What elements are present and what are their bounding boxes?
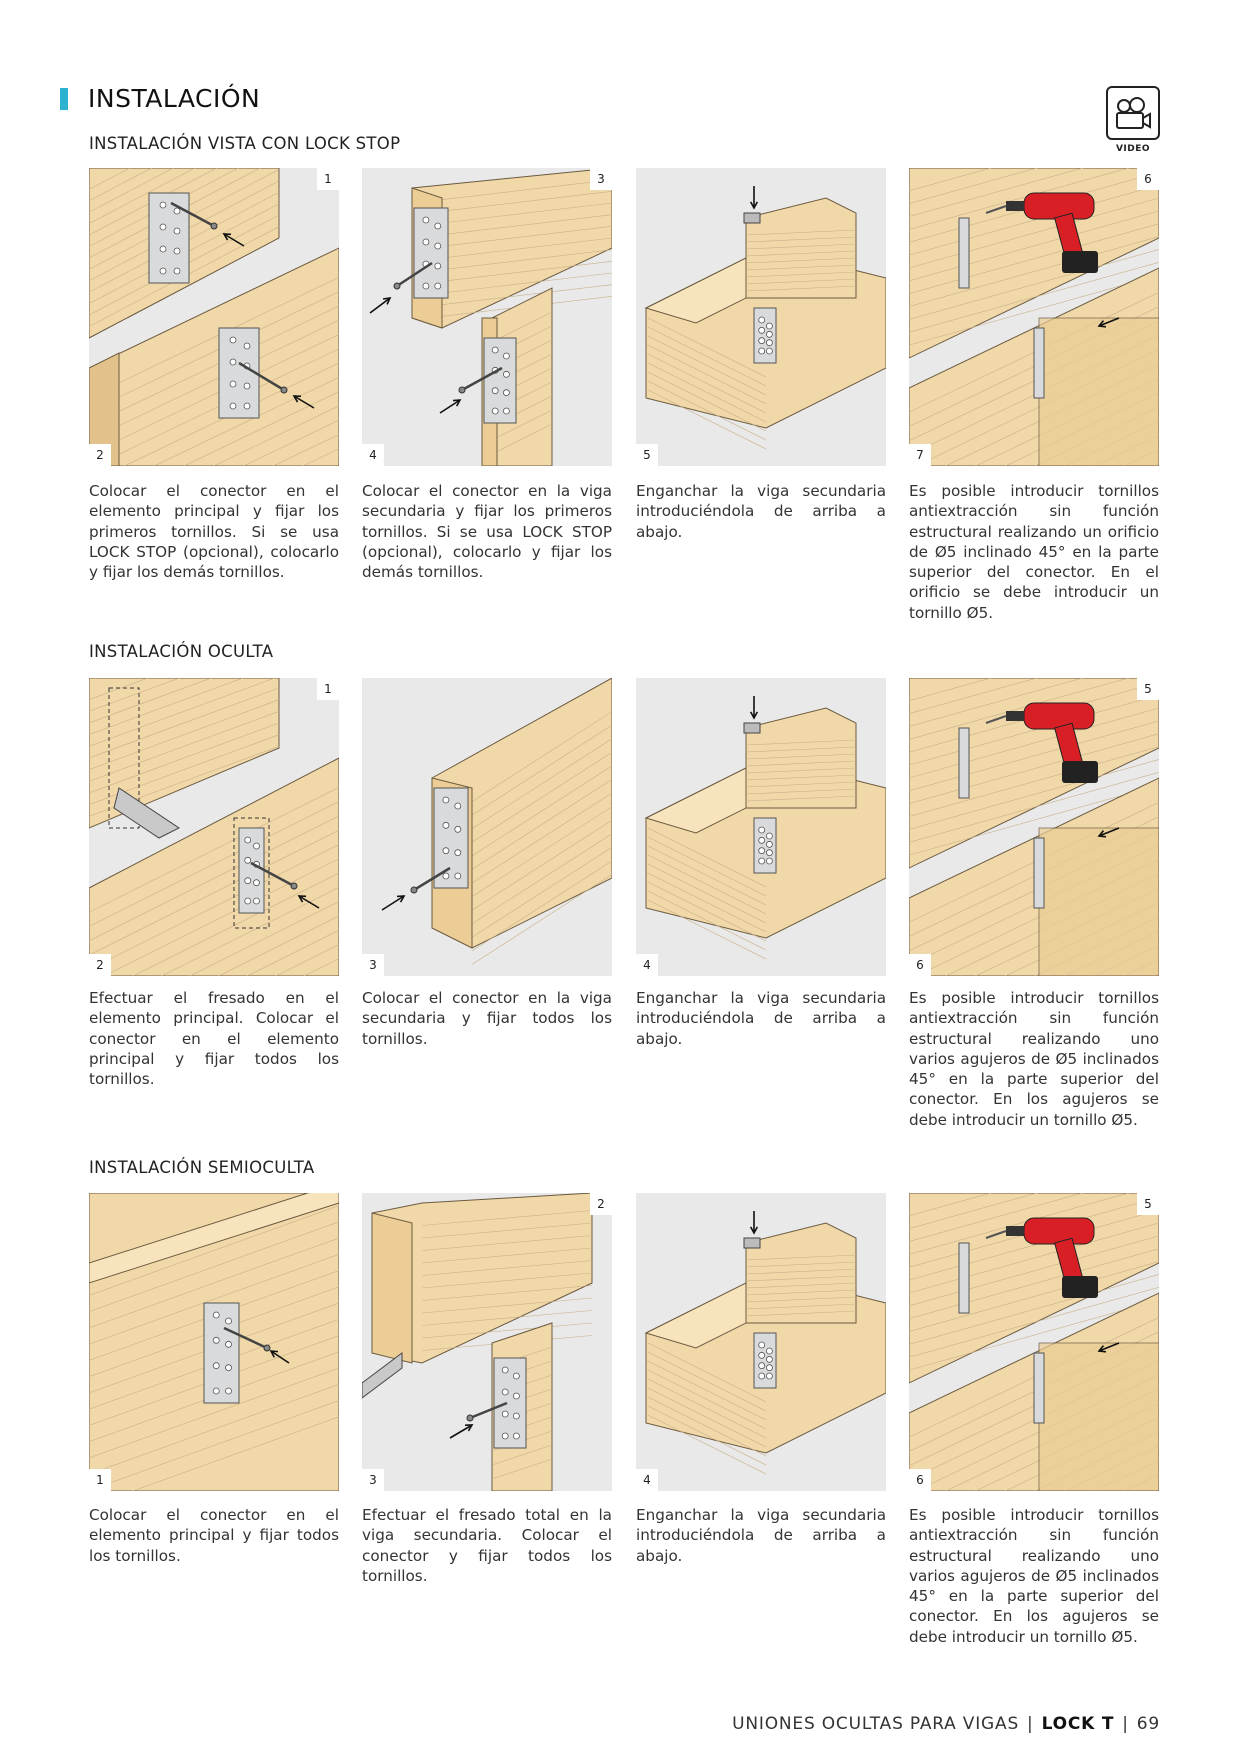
- illustration-panel: 1 2: [89, 168, 339, 466]
- step-description: Enganchar la viga secundaria introducién…: [636, 989, 886, 1048]
- step-description: Colocar el conector en el elemento princ…: [89, 482, 339, 582]
- installation-illustration: [89, 1193, 339, 1491]
- step-number: 2: [590, 1193, 612, 1215]
- installation-illustration: [644, 186, 886, 450]
- step-number: 6: [1137, 168, 1159, 190]
- illustration-panel: 5: [636, 168, 886, 466]
- illustration-panel: 3: [362, 678, 612, 976]
- page-number: 69: [1136, 1714, 1160, 1734]
- step-number: 2: [89, 444, 111, 466]
- video-camera-icon: [1106, 86, 1160, 140]
- step-description: Colocar el conector en la viga secundari…: [362, 482, 612, 582]
- illustration-panel: 2 3: [362, 1193, 612, 1491]
- step-number: 7: [909, 444, 931, 466]
- step-description: Es posible introducir tornillos antiextr…: [909, 482, 1159, 622]
- section-title: INSTALACIÓN SEMIOCULTA: [89, 1158, 315, 1177]
- installation-illustration: [369, 168, 612, 466]
- installation-illustration: [644, 696, 886, 960]
- page-header: INSTALACIÓN: [60, 84, 260, 113]
- step-description: Efectuar el fresado total en la viga sec…: [362, 1506, 612, 1585]
- step-number: 1: [89, 1469, 111, 1491]
- step-description: Enganchar la viga secundaria introducién…: [636, 482, 886, 541]
- footer-text: UNIONES OCULTAS PARA VIGAS: [732, 1714, 1020, 1734]
- step-number: 5: [1137, 1193, 1159, 1215]
- step-description: Es posible introducir tornillos antiextr…: [909, 989, 1159, 1129]
- video-button[interactable]: VIDEO: [1106, 86, 1160, 154]
- page-footer: UNIONES OCULTAS PARA VIGAS | LOCK T | 69: [732, 1714, 1160, 1734]
- step-description: Colocar el conector en la viga secundari…: [362, 989, 612, 1048]
- video-label: VIDEO: [1115, 144, 1151, 154]
- installation-illustration: [909, 678, 1159, 976]
- installation-illustration: [644, 1211, 886, 1475]
- installation-illustration: [909, 1193, 1159, 1491]
- accent-bar: [60, 87, 68, 110]
- step-description: Efectuar el fresado en el elemento princ…: [89, 989, 339, 1089]
- step-number: 4: [636, 1469, 658, 1491]
- illustration-panel: 5 6: [909, 1193, 1159, 1491]
- step-number: 5: [636, 444, 658, 466]
- step-number: 1: [317, 168, 339, 190]
- step-description: Es posible introducir tornillos antiextr…: [909, 1506, 1159, 1646]
- illustration-panel: 6 7: [909, 168, 1159, 466]
- step-description: Colocar el conector en el elemento princ…: [89, 1506, 339, 1565]
- illustration-panel: 4: [636, 678, 886, 976]
- installation-illustration: [362, 1193, 593, 1491]
- illustration-panel: 3 4: [362, 168, 612, 466]
- step-description: Enganchar la viga secundaria introducién…: [636, 1506, 886, 1565]
- step-number: 3: [362, 954, 384, 976]
- step-number: 3: [590, 168, 612, 190]
- step-number: 5: [1137, 678, 1159, 700]
- page-title: INSTALACIÓN: [88, 84, 261, 113]
- installation-illustration: [909, 168, 1159, 466]
- step-number: 4: [362, 444, 384, 466]
- section-title: INSTALACIÓN OCULTA: [89, 642, 274, 661]
- step-number: 6: [909, 1469, 931, 1491]
- step-number: 6: [909, 954, 931, 976]
- step-number: 1: [317, 678, 339, 700]
- illustration-panel: 1: [89, 1193, 339, 1491]
- illustration-panel: 5 6: [909, 678, 1159, 976]
- section-title: INSTALACIÓN VISTA CON LOCK STOP: [89, 134, 401, 153]
- installation-illustration: [89, 168, 339, 466]
- footer-separator: |: [1122, 1714, 1129, 1734]
- illustration-panel: 1 2: [89, 678, 339, 976]
- illustration-panel: 4: [636, 1193, 886, 1491]
- footer-separator: |: [1027, 1714, 1034, 1734]
- step-number: 4: [636, 954, 658, 976]
- step-number: 2: [89, 954, 111, 976]
- installation-illustration: [89, 678, 339, 976]
- footer-product: LOCK T: [1041, 1714, 1115, 1734]
- installation-illustration: [381, 678, 612, 965]
- step-number: 3: [362, 1469, 384, 1491]
